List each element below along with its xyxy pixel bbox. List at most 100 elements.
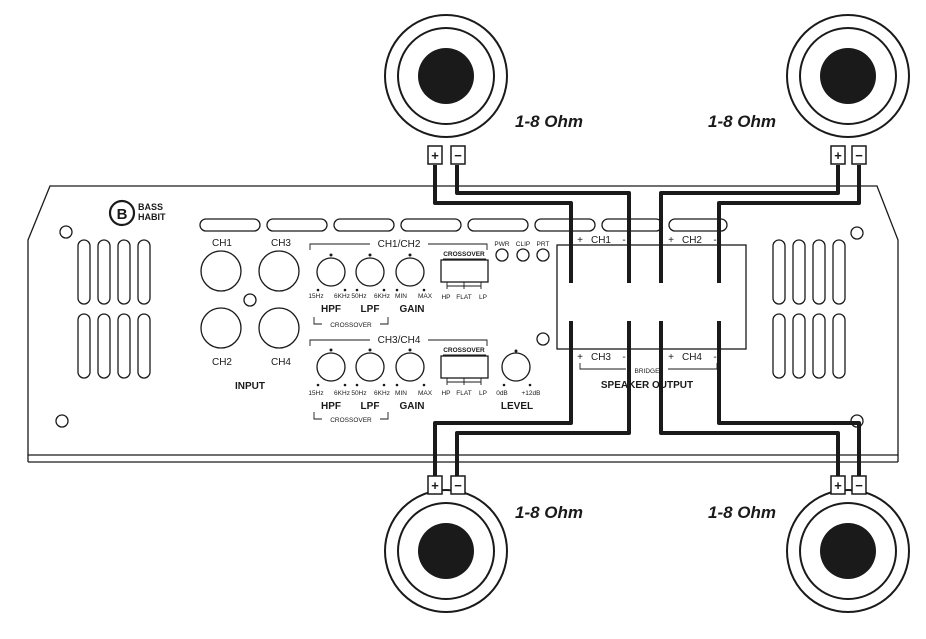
hpf-knob-1[interactable] bbox=[316, 257, 346, 287]
terminal-plus-tr-label: + bbox=[834, 148, 842, 163]
gain-knob-1[interactable] bbox=[395, 257, 425, 287]
level-knob[interactable] bbox=[501, 352, 531, 382]
out-ch2-minus: - bbox=[713, 235, 716, 246]
input-ch4-label: CH4 bbox=[271, 357, 291, 368]
input-jack-ch2[interactable] bbox=[200, 307, 242, 349]
brand-line1: BASS bbox=[138, 202, 163, 212]
terminal-plus-br-label: + bbox=[834, 478, 842, 493]
switch2-hp: HP bbox=[441, 390, 450, 397]
out-ch2-label: CH2 bbox=[682, 235, 702, 246]
switch1-flat: FLAT bbox=[456, 294, 471, 301]
speaker-tl-impedance: 1-8 Ohm bbox=[515, 112, 583, 131]
lpf2-max: 6KHz bbox=[374, 390, 390, 397]
gain2-max: MAX bbox=[418, 390, 433, 397]
vent-left bbox=[77, 239, 151, 379]
hpf-knob-2[interactable] bbox=[316, 352, 346, 382]
lpf1-label: LPF bbox=[361, 304, 380, 315]
speaker-top-left: + − bbox=[384, 14, 508, 165]
out-ch2-plus: + bbox=[668, 235, 674, 246]
switch1-lp: LP bbox=[479, 294, 487, 301]
hpf1-min: 15Hz bbox=[308, 293, 323, 300]
switch2-title: CROSSOVER bbox=[443, 347, 485, 354]
led-pwr bbox=[495, 248, 509, 262]
level-max: +12dB bbox=[522, 390, 541, 397]
terminal-minus-tl-label: − bbox=[454, 148, 462, 163]
led-clip bbox=[516, 248, 530, 262]
amplifier-chassis bbox=[27, 185, 899, 463]
crossover-switch-1[interactable] bbox=[440, 259, 489, 283]
led-pwr-label: PWR bbox=[494, 241, 509, 248]
group2-title: CH3/CH4 bbox=[378, 335, 421, 346]
speaker-top-right: + − bbox=[786, 14, 910, 165]
out-ch4-label: CH4 bbox=[682, 352, 702, 363]
gain2-label: GAIN bbox=[400, 401, 425, 412]
terminal-plus-br bbox=[830, 475, 846, 495]
switch2-flat: FLAT bbox=[456, 390, 471, 397]
terminal-minus-br-label: − bbox=[855, 478, 863, 493]
gain1-min: MIN bbox=[395, 293, 407, 300]
terminal-minus-tr-label: − bbox=[855, 148, 863, 163]
input-label: INPUT bbox=[235, 381, 265, 392]
input-jack-ch3[interactable] bbox=[258, 250, 300, 292]
brand-line2: HABIT bbox=[138, 212, 166, 222]
level-min: 0dB bbox=[496, 390, 508, 397]
speaker-bottom-left: + − bbox=[384, 475, 508, 613]
out-ch1-label: CH1 bbox=[591, 235, 611, 246]
vent-right bbox=[772, 239, 846, 379]
out-ch1-minus: - bbox=[622, 235, 625, 246]
terminal-minus-tl bbox=[450, 145, 466, 165]
speaker-output-label: SPEAKER OUTPUT bbox=[601, 380, 693, 391]
group1-title: CH1/CH2 bbox=[378, 239, 421, 250]
terminal-minus-br bbox=[851, 475, 867, 495]
hpf1-max: 6KHz bbox=[334, 293, 350, 300]
bridge-label: BRIDGE bbox=[635, 368, 661, 375]
out-ch4-plus: + bbox=[668, 352, 674, 363]
level-label: LEVEL bbox=[501, 401, 533, 412]
brand-logo: B BASS HABIT bbox=[108, 199, 166, 227]
gain1-max: MAX bbox=[418, 293, 433, 300]
terminal-plus-tl bbox=[427, 145, 443, 165]
input-jack-ch1[interactable] bbox=[200, 250, 242, 292]
svg-text:B: B bbox=[117, 206, 128, 223]
hpf2-min: 15Hz bbox=[308, 390, 323, 397]
gain-knob-2[interactable] bbox=[395, 352, 425, 382]
switch2-lp: LP bbox=[479, 390, 487, 397]
switch1-title: CROSSOVER bbox=[443, 251, 485, 258]
input-section: CH1 CH3 CH2 CH4 INPUT bbox=[200, 238, 300, 392]
status-leds: PWR CLIP PRT bbox=[494, 241, 550, 346]
input-jack-ch4[interactable] bbox=[258, 307, 300, 349]
crossover1-label: CROSSOVER bbox=[330, 322, 372, 329]
lpf2-min: 50Hz bbox=[351, 390, 366, 397]
control-group-ch3-ch4: CH3/CH4 15Hz 6KHz 50Hz 6KHz MIN MAX HPF … bbox=[308, 335, 489, 424]
input-ch3-label: CH3 bbox=[271, 238, 291, 249]
terminal-minus-bl-label: − bbox=[454, 478, 462, 493]
terminal-plus-tr bbox=[830, 145, 846, 165]
terminal-plus-bl bbox=[427, 475, 443, 495]
hpf2-max: 6KHz bbox=[334, 390, 350, 397]
led-prt-label: PRT bbox=[537, 241, 550, 248]
terminal-minus-tr bbox=[851, 145, 867, 165]
speaker-tr-impedance: 1-8 Ohm bbox=[708, 112, 776, 131]
out-ch3-plus: + bbox=[577, 352, 583, 363]
speaker-bottom-right: + − bbox=[786, 475, 910, 613]
out-ch3-minus: - bbox=[622, 352, 625, 363]
mounting-holes bbox=[55, 225, 864, 428]
crossover-switch-2[interactable] bbox=[440, 355, 489, 379]
input-ch2-label: CH2 bbox=[212, 357, 232, 368]
hpf1-label: HPF bbox=[321, 304, 341, 315]
input-ch1-label: CH1 bbox=[212, 238, 232, 249]
out-ch3-label: CH3 bbox=[591, 352, 611, 363]
lpf1-max: 6KHz bbox=[374, 293, 390, 300]
speaker-wires bbox=[433, 165, 861, 478]
led-clip-label: CLIP bbox=[516, 241, 530, 248]
terminal-plus-bl-label: + bbox=[431, 478, 439, 493]
hpf2-label: HPF bbox=[321, 401, 341, 412]
out-ch4-minus: - bbox=[713, 352, 716, 363]
lpf-knob-1[interactable] bbox=[355, 257, 385, 287]
out-ch1-plus: + bbox=[577, 235, 583, 246]
switch1-hp: HP bbox=[441, 294, 450, 301]
crossover2-label: CROSSOVER bbox=[330, 417, 372, 424]
lpf-knob-2[interactable] bbox=[355, 352, 385, 382]
